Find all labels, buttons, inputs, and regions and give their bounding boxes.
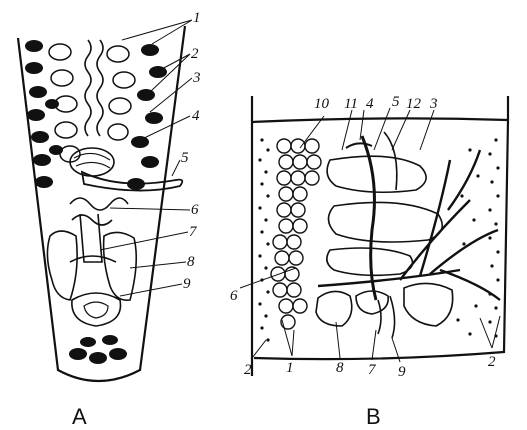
panel-a-callouts: 1 2 3 4 5 6 7 8 9	[181, 10, 201, 292]
callout-a-3: 3	[192, 70, 201, 86]
callout-b-10: 10	[314, 96, 330, 112]
callout-b-7: 7	[368, 362, 377, 378]
panel-a-drawing	[18, 20, 192, 381]
callout-a-4: 4	[192, 108, 200, 124]
callout-b-6: 6	[230, 288, 238, 304]
callout-b-2-left: 2	[244, 362, 252, 378]
callout-b-12: 12	[406, 96, 422, 112]
callout-a-9: 9	[183, 276, 191, 292]
callout-b-3: 3	[429, 96, 438, 112]
callout-b-9: 9	[398, 364, 406, 380]
callout-b-2-right: 2	[488, 354, 496, 370]
callout-b-11: 11	[344, 96, 358, 112]
callout-a-1: 1	[193, 10, 201, 26]
callout-b-5: 5	[392, 94, 400, 110]
callout-a-7: 7	[189, 224, 198, 240]
callout-a-6: 6	[191, 202, 199, 218]
callout-a-8: 8	[187, 254, 195, 270]
callout-a-5: 5	[181, 150, 189, 166]
callout-b-8: 8	[336, 360, 344, 376]
callout-b-4: 4	[366, 96, 374, 112]
panel-label-b: B	[366, 404, 381, 430]
panel-b-drawing	[240, 96, 508, 376]
panel-label-a: A	[72, 404, 87, 430]
callout-a-2: 2	[191, 46, 199, 62]
callout-b-1: 1	[286, 360, 294, 376]
